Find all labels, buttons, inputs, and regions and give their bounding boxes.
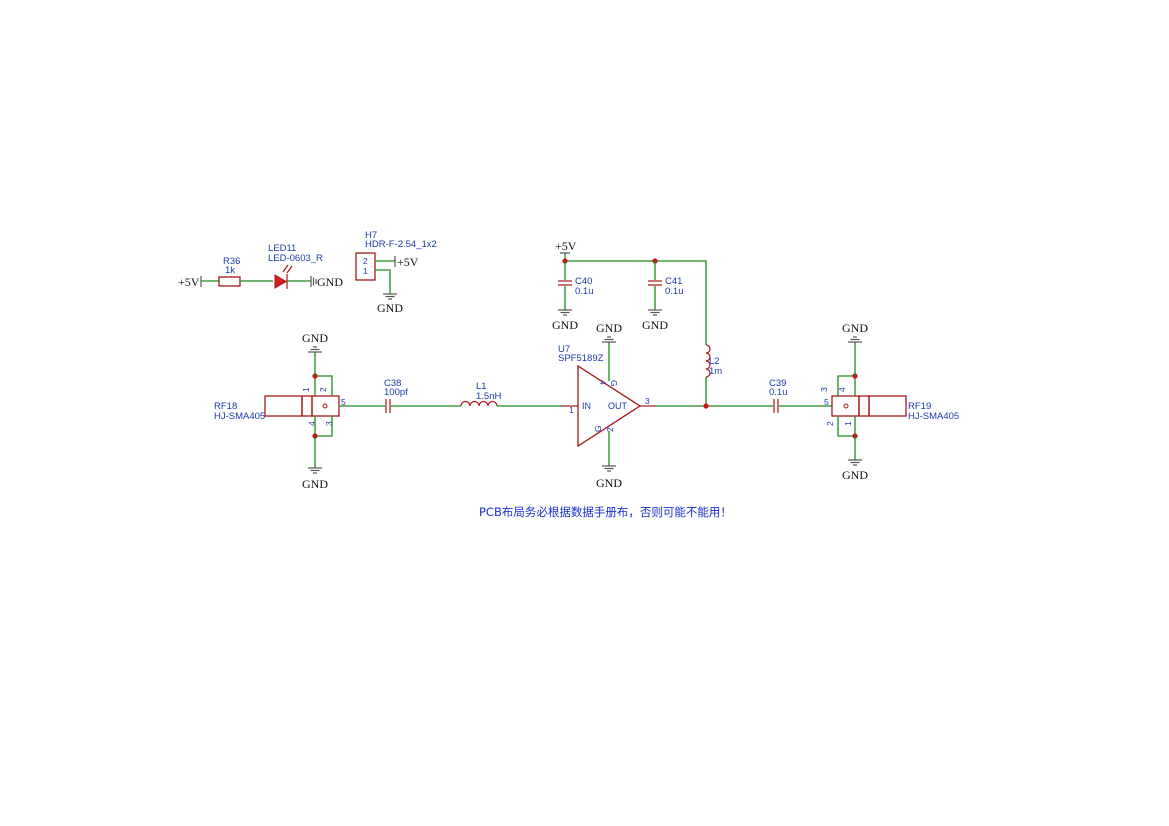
rf19-value: HJ-SMA405 — [908, 411, 959, 422]
led11-value: LED-0603_R — [268, 253, 323, 264]
led11-ref: LED11 — [268, 243, 296, 254]
rf19-pin-1: 1 — [843, 421, 853, 426]
r36-ref: R36 — [223, 256, 240, 267]
u7-pin-g-bottom-name: G — [593, 425, 603, 432]
led-indicator-circuit: +5V R36 1k LED11 LED-0603_R GND — [178, 243, 343, 289]
l1-coil — [460, 400, 498, 407]
h7-pin-2: 2 — [363, 256, 368, 266]
rf18-barrel — [264, 395, 303, 417]
rf18-pin-3: 3 — [324, 421, 334, 426]
led11-arrow-1 — [282, 264, 289, 273]
led11-symbol — [274, 264, 293, 289]
input-path: RF18 HJ-SMA405 5 1 2 4 3 GND GND C38 100… — [214, 331, 578, 491]
gnd-label-u7-top: GND — [596, 321, 622, 335]
rf19-flange — [858, 395, 870, 417]
rf18-value: HJ-SMA405 — [214, 411, 265, 422]
wire-rf18-gnd-top-loop — [314, 375, 333, 396]
r36-body — [218, 276, 241, 287]
gnd-label-c40: GND — [552, 318, 578, 332]
u7-pin-g-top-name: G — [609, 380, 619, 387]
rf18-pin-2: 2 — [318, 387, 328, 392]
h7-pin-1: 1 — [363, 266, 368, 276]
h7-value: HDR-F-2.54_1x2 — [365, 239, 437, 250]
output-path: C39 0.1u RF19 HJ-SMA405 5 3 4 2 1 GND GN… — [640, 321, 959, 482]
u7-pin-g-top-num: 4 — [598, 380, 608, 385]
wire-rf19-gnd-top-loop — [837, 375, 856, 396]
h7-body — [355, 252, 376, 281]
rf18-pin-4: 4 — [307, 421, 317, 426]
c39-value: 0.1u — [769, 387, 788, 398]
u7-pin-out-num: 3 — [645, 396, 650, 406]
c38-ref: C38 — [384, 378, 401, 389]
rf19-pin-4: 4 — [837, 387, 847, 392]
vcc-label-led: +5V — [178, 275, 200, 289]
u7-ref: U7 — [558, 344, 570, 355]
rf18-body — [311, 395, 340, 417]
l1-value: 1.5nH — [476, 391, 501, 402]
rf19-barrel — [868, 395, 907, 417]
wire-h7-gnd — [375, 269, 391, 294]
h7-ref: H7 — [365, 230, 377, 241]
l2-value: 1m — [709, 366, 722, 377]
wire-vcc-rail — [565, 260, 707, 345]
vcc-label-h7: +5V — [397, 255, 419, 269]
u7-value: SPF5189Z — [558, 353, 604, 364]
led11-triangle — [274, 274, 287, 289]
c40-value: 0.1u — [575, 286, 594, 297]
wire-rf19-gnd-bottom-loop — [837, 416, 856, 437]
gnd-label-rf18-top: GND — [302, 331, 328, 345]
supply-decoupling: +5V C40 0.1u GND C41 0.1u GND — [552, 239, 707, 345]
rf18-center-pin — [322, 403, 328, 409]
layout-note: PCB布局务必根据数据手册布，否则可能不能用！ — [479, 505, 732, 519]
u7-pin-out-name: OUT — [608, 401, 628, 411]
rf19-center-pin — [843, 403, 849, 409]
rf19-pin-2: 2 — [825, 421, 835, 426]
l2-coil — [705, 344, 711, 378]
c39-ref: C39 — [769, 378, 786, 389]
gnd-label-rf19-top: GND — [842, 321, 868, 335]
vcc-label-rail: +5V — [555, 239, 577, 253]
gnd-label-c41: GND — [642, 318, 668, 332]
rf18-ref: RF18 — [214, 401, 237, 412]
led11-arrow-2 — [286, 265, 293, 274]
u7-pin-in-name: IN — [582, 401, 591, 411]
rf18-pin-1: 1 — [301, 387, 311, 392]
rf18-pin-5: 5 — [341, 397, 346, 407]
c40-ref: C40 — [575, 276, 592, 287]
junction-l2-out — [703, 403, 709, 409]
rf19-pin-3: 3 — [819, 387, 829, 392]
gnd-label-h7: GND — [377, 301, 403, 315]
wire-rf18-gnd-bottom-loop — [314, 416, 333, 437]
gnd-label-rf18-bottom: GND — [302, 477, 328, 491]
u7-pin-g-bottom-num: 2 — [605, 427, 615, 432]
rf19-pin-5: 5 — [824, 397, 829, 407]
rf19-body — [831, 395, 860, 417]
l2-ref: L2 — [709, 356, 720, 367]
r36-value: 1k — [225, 265, 235, 276]
c38-value: 100pf — [384, 387, 408, 398]
rf18-flange — [301, 395, 313, 417]
l1-ref: L1 — [476, 381, 487, 392]
header-h7: H7 HDR-F-2.54_1x2 2 1 +5V GND — [355, 230, 437, 315]
rf19-ref: RF19 — [908, 401, 931, 412]
c41-value: 0.1u — [665, 286, 684, 297]
gnd-label-led: GND — [317, 275, 343, 289]
gnd-label-u7-bottom: GND — [596, 476, 622, 490]
gnd-label-rf19-bottom: GND — [842, 468, 868, 482]
inductor-l2: L2 1m — [705, 344, 722, 406]
c41-ref: C41 — [665, 276, 682, 287]
u7-pin-in-num: 1 — [569, 405, 574, 415]
